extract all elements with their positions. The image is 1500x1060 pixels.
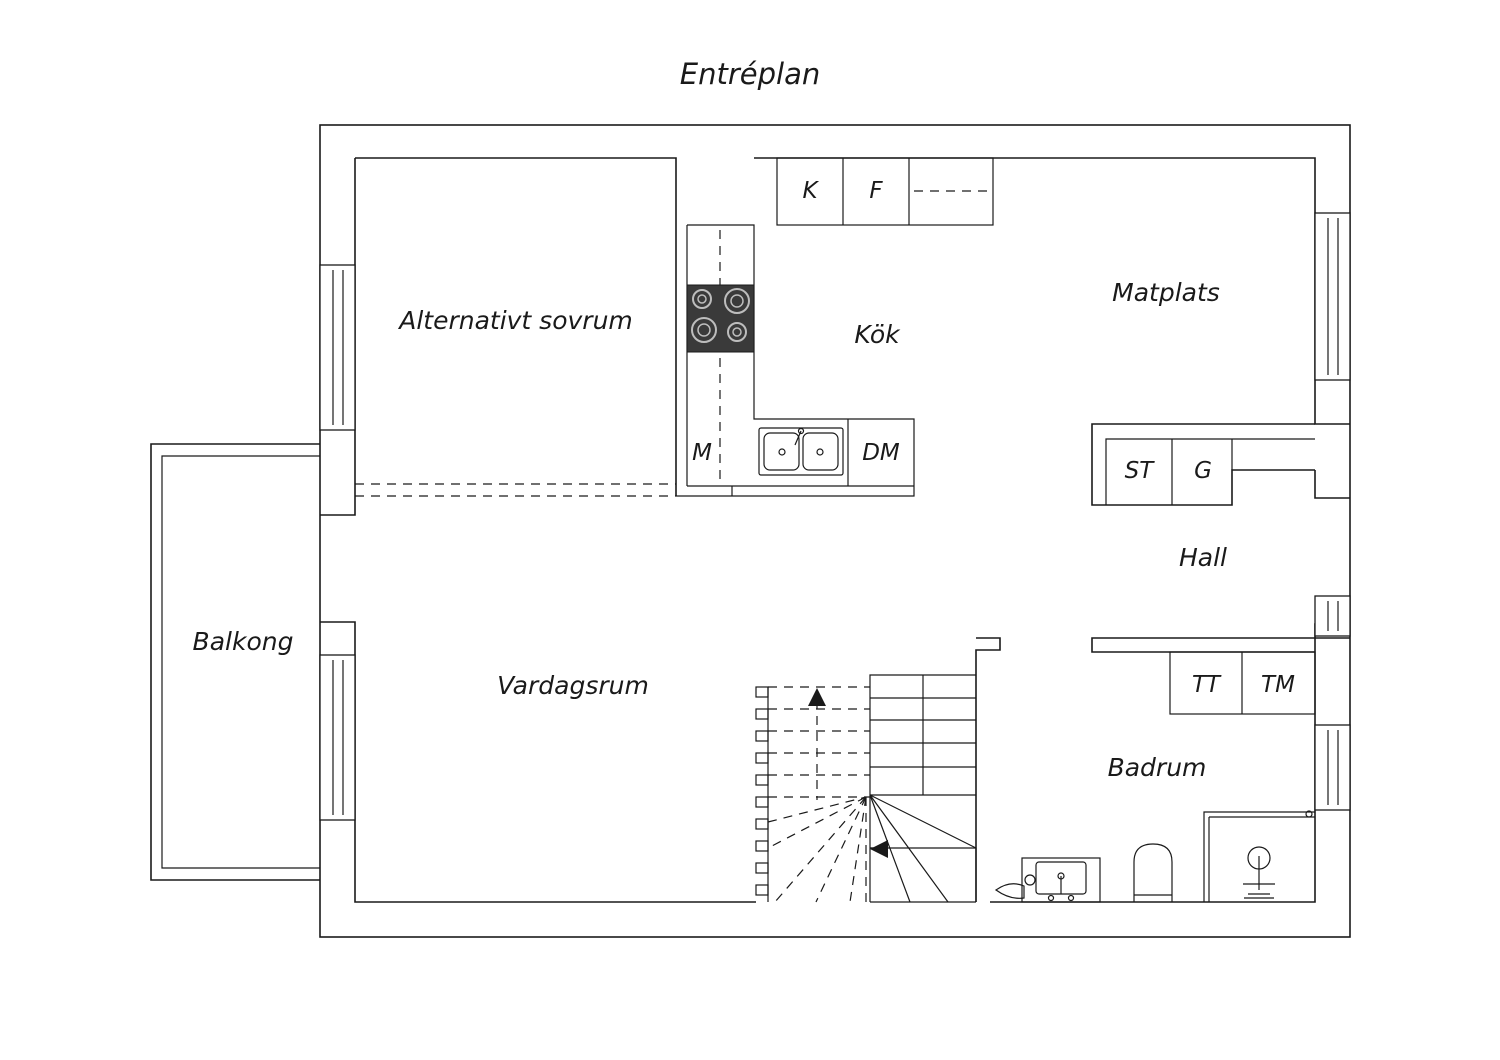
- room-label-kok: Kök: [854, 320, 901, 349]
- room-label-vardagsrum: Vardagsrum: [497, 671, 649, 700]
- window-badrum: [1314, 724, 1351, 811]
- appliance-label-tm: TM: [1261, 672, 1295, 698]
- washbasin-icon: [994, 857, 1101, 903]
- window-sovrum: [319, 264, 356, 431]
- hall-closets: [1091, 423, 1315, 506]
- appliance-label-tt: TT: [1192, 672, 1222, 698]
- appliance-label-m: M: [692, 440, 712, 466]
- stove-icon: [686, 284, 755, 353]
- room-label-hall: Hall: [1179, 543, 1227, 572]
- window-matplats: [1314, 212, 1351, 381]
- sink-icon: [758, 427, 844, 476]
- appliance-label-k: K: [802, 178, 819, 204]
- toilet-icon: [1133, 843, 1173, 902]
- plan-title: Entréplan: [680, 57, 820, 91]
- up-arrow-icon: [808, 688, 826, 706]
- shower-icon: [1203, 810, 1315, 902]
- stairs-icon: [755, 674, 977, 903]
- outer-walls: [319, 124, 1351, 938]
- room-label-balkong: Balkong: [193, 627, 294, 656]
- appliance-label-g: G: [1194, 458, 1212, 484]
- kitchen-fixtures: [676, 157, 994, 497]
- left-arrow-icon: [870, 840, 888, 858]
- appliance-label-st: ST: [1125, 458, 1156, 484]
- room-label-badrum: Badrum: [1108, 753, 1207, 782]
- room-label-matplats: Matplats: [1112, 278, 1220, 307]
- windows: [319, 212, 1351, 821]
- room-divider-dashed: [355, 483, 676, 497]
- balcony: [150, 443, 320, 881]
- window-hall: [1314, 595, 1351, 637]
- bathroom-fixtures: [994, 637, 1350, 903]
- appliance-label-f: F: [869, 178, 883, 204]
- appliance-label-dm: DM: [862, 440, 900, 466]
- room-label-alternativt-sovrum: Alternativt sovrum: [397, 306, 633, 335]
- window-vardagsrum: [319, 654, 356, 821]
